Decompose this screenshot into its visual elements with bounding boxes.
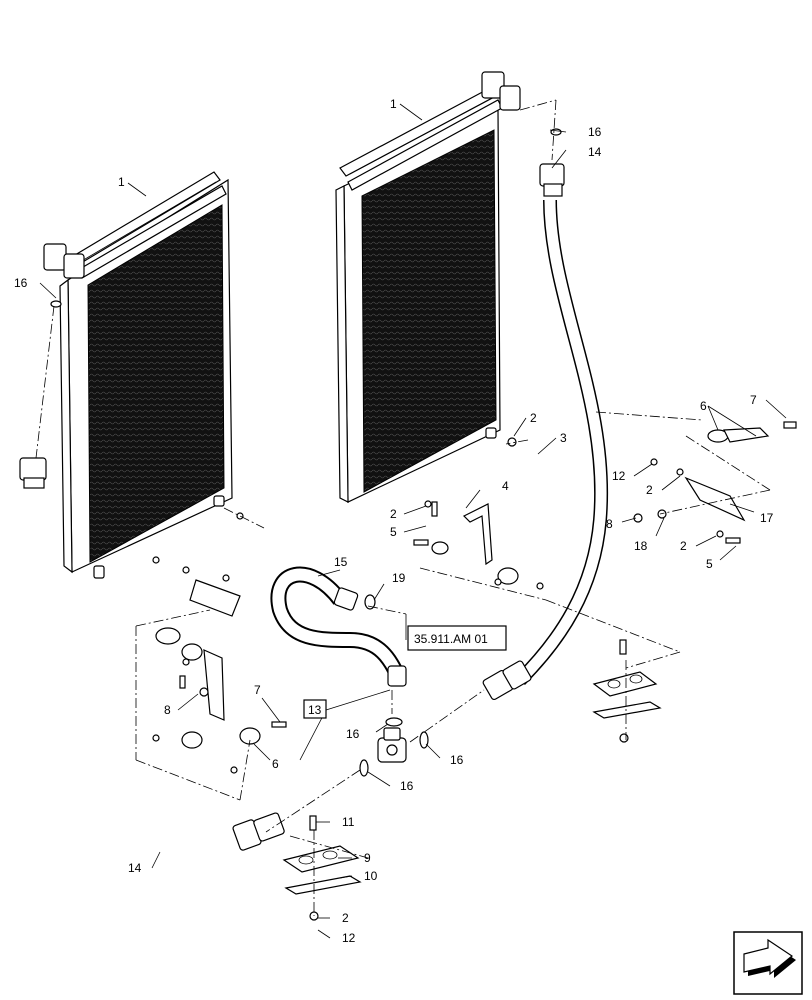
item-13-box: 13 <box>303 699 327 719</box>
callout-16e: 16 <box>400 779 414 793</box>
hardware <box>50 128 797 921</box>
callout-1a: 1 <box>118 175 125 189</box>
callout-14a: 14 <box>588 145 602 159</box>
callout-3: 3 <box>560 431 567 445</box>
callout-9: 9 <box>364 851 371 865</box>
next-page-arrow-icon[interactable] <box>733 931 803 995</box>
callout-6a: 6 <box>700 399 707 413</box>
callout-7b: 7 <box>254 683 261 697</box>
formed-hose-15 <box>270 566 407 687</box>
callout-labels: 1 1 16 16 14 2 3 6 7 12 2 17 8 18 2 5 4 … <box>14 97 774 945</box>
tee-fitting <box>359 594 429 777</box>
callout-12a: 12 <box>612 469 626 483</box>
callout-14b: 14 <box>128 861 142 875</box>
callout-2a: 2 <box>530 411 537 425</box>
callout-11: 11 <box>342 815 355 829</box>
right-cooler-core <box>335 71 521 503</box>
callout-5b: 5 <box>390 525 397 539</box>
callout-17: 17 <box>760 511 774 525</box>
center-lines <box>35 99 771 916</box>
left-top-fitting-b <box>63 253 85 279</box>
callout-1b: 1 <box>390 97 397 111</box>
item-13-label: 13 <box>308 703 322 717</box>
callout-19: 19 <box>392 571 406 585</box>
callout-15: 15 <box>334 555 348 569</box>
left-top-fitting-a <box>43 243 67 271</box>
callout-16b: 16 <box>588 125 602 139</box>
callout-16c: 16 <box>346 727 360 741</box>
callout-2b: 2 <box>646 483 653 497</box>
right-top-fitting-a <box>481 71 505 99</box>
callout-18: 18 <box>634 539 648 553</box>
callout-5a: 5 <box>706 557 713 571</box>
callout-16a: 16 <box>14 276 28 290</box>
callout-8a: 8 <box>606 517 613 531</box>
callout-8b: 8 <box>164 703 171 717</box>
callout-2e: 2 <box>342 911 349 925</box>
leader-lines <box>39 103 787 939</box>
right-top-fitting-b <box>499 85 521 111</box>
left-hose <box>19 457 285 864</box>
section-reference-label[interactable]: 35.911.AM 01 <box>414 632 488 646</box>
callout-2c: 2 <box>680 539 687 553</box>
callout-10: 10 <box>364 869 378 883</box>
callout-4: 4 <box>502 479 509 493</box>
callout-2d: 2 <box>390 507 397 521</box>
left-cooler-core <box>43 171 233 579</box>
callout-7a: 7 <box>750 393 757 407</box>
callout-6b: 6 <box>272 757 279 771</box>
section-reference[interactable]: 35.911.AM 01 <box>407 625 507 651</box>
callout-16d: 16 <box>450 753 464 767</box>
callout-12b: 12 <box>342 931 356 945</box>
right-hose <box>482 163 609 701</box>
